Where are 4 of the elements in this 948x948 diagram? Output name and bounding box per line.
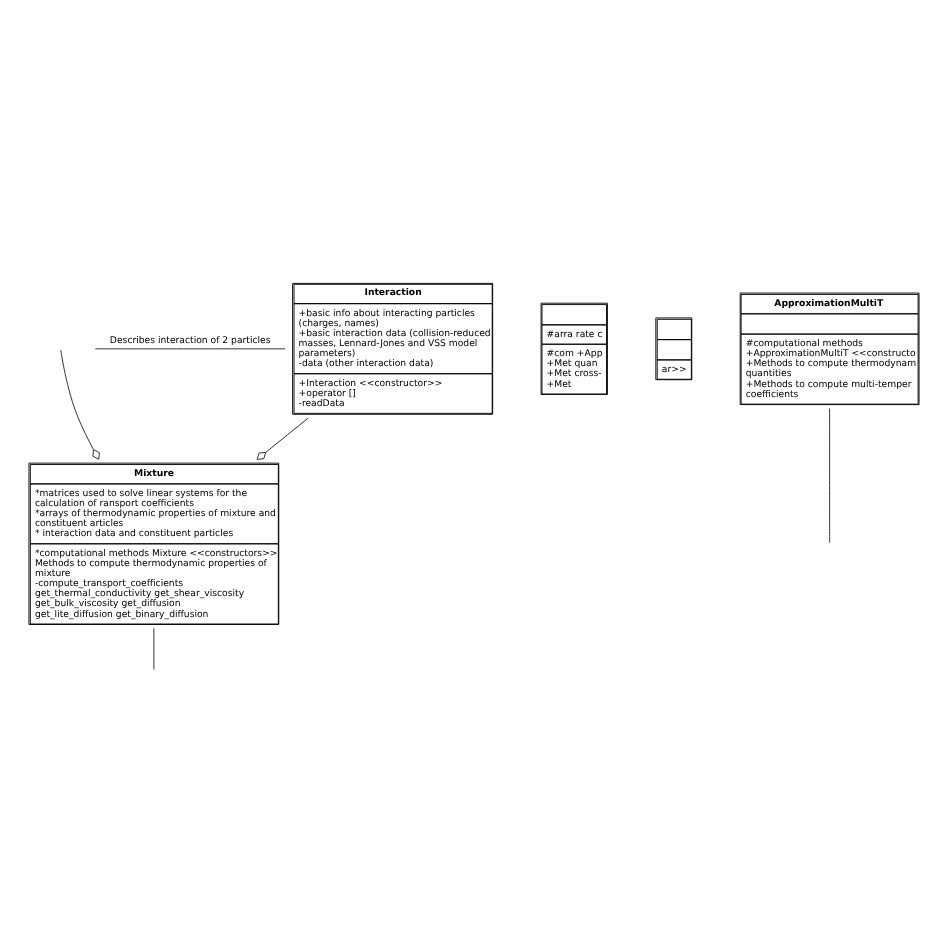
connector [829, 407, 831, 543]
connector [94, 347, 286, 349]
connector [60, 348, 94, 449]
connector [256, 416, 309, 459]
